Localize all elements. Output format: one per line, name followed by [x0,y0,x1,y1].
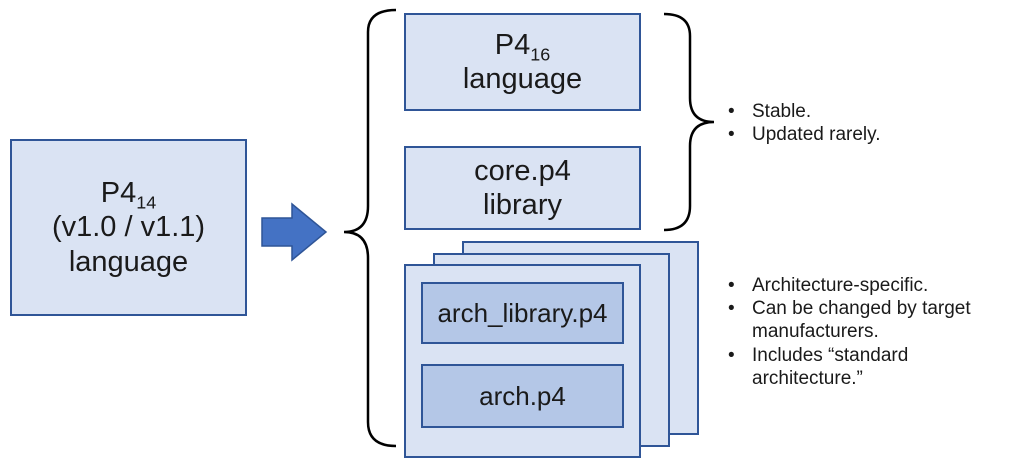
arch-note-item: Includes “standard architecture.” [724,344,1014,390]
right-curly-brace [663,12,715,232]
right-arrow-icon [261,202,328,262]
stable-note-item: Stable. [724,100,1014,123]
p4-16-language-label: language [462,63,583,95]
core-p4-library-box: core.p4 library [404,146,641,230]
arch-library-p4-box: arch_library.p4 [421,282,624,344]
arch-note-item: Architecture-specific. [724,274,1014,297]
left-curly-brace [343,8,397,448]
p4-16-language-box: P416 language [404,13,641,111]
arch-library-p4-label: arch_library.p4 [437,297,608,328]
arch-notes-list: Architecture-specific. Can be changed by… [724,274,1014,390]
p4-14-language-box: P414 (v1.0 / v1.1) language [10,139,247,316]
p4-14-language-label: language [68,245,189,278]
core-p4-label: core.p4 [474,154,571,187]
p4-16-title: P416 [494,28,551,65]
arch-note-item: Can be changed by target manufacturers. [724,297,1014,343]
arch-p4-box: arch.p4 [421,364,624,428]
stable-note-item: Updated rarely. [724,123,1014,146]
p4-14-version: (v1.0 / v1.1) [51,211,206,244]
p4-14-title: P414 [100,177,157,213]
library-label: library [483,189,562,221]
stable-notes-list: Stable. Updated rarely. [724,100,1014,147]
arch-p4-label: arch.p4 [479,380,566,411]
